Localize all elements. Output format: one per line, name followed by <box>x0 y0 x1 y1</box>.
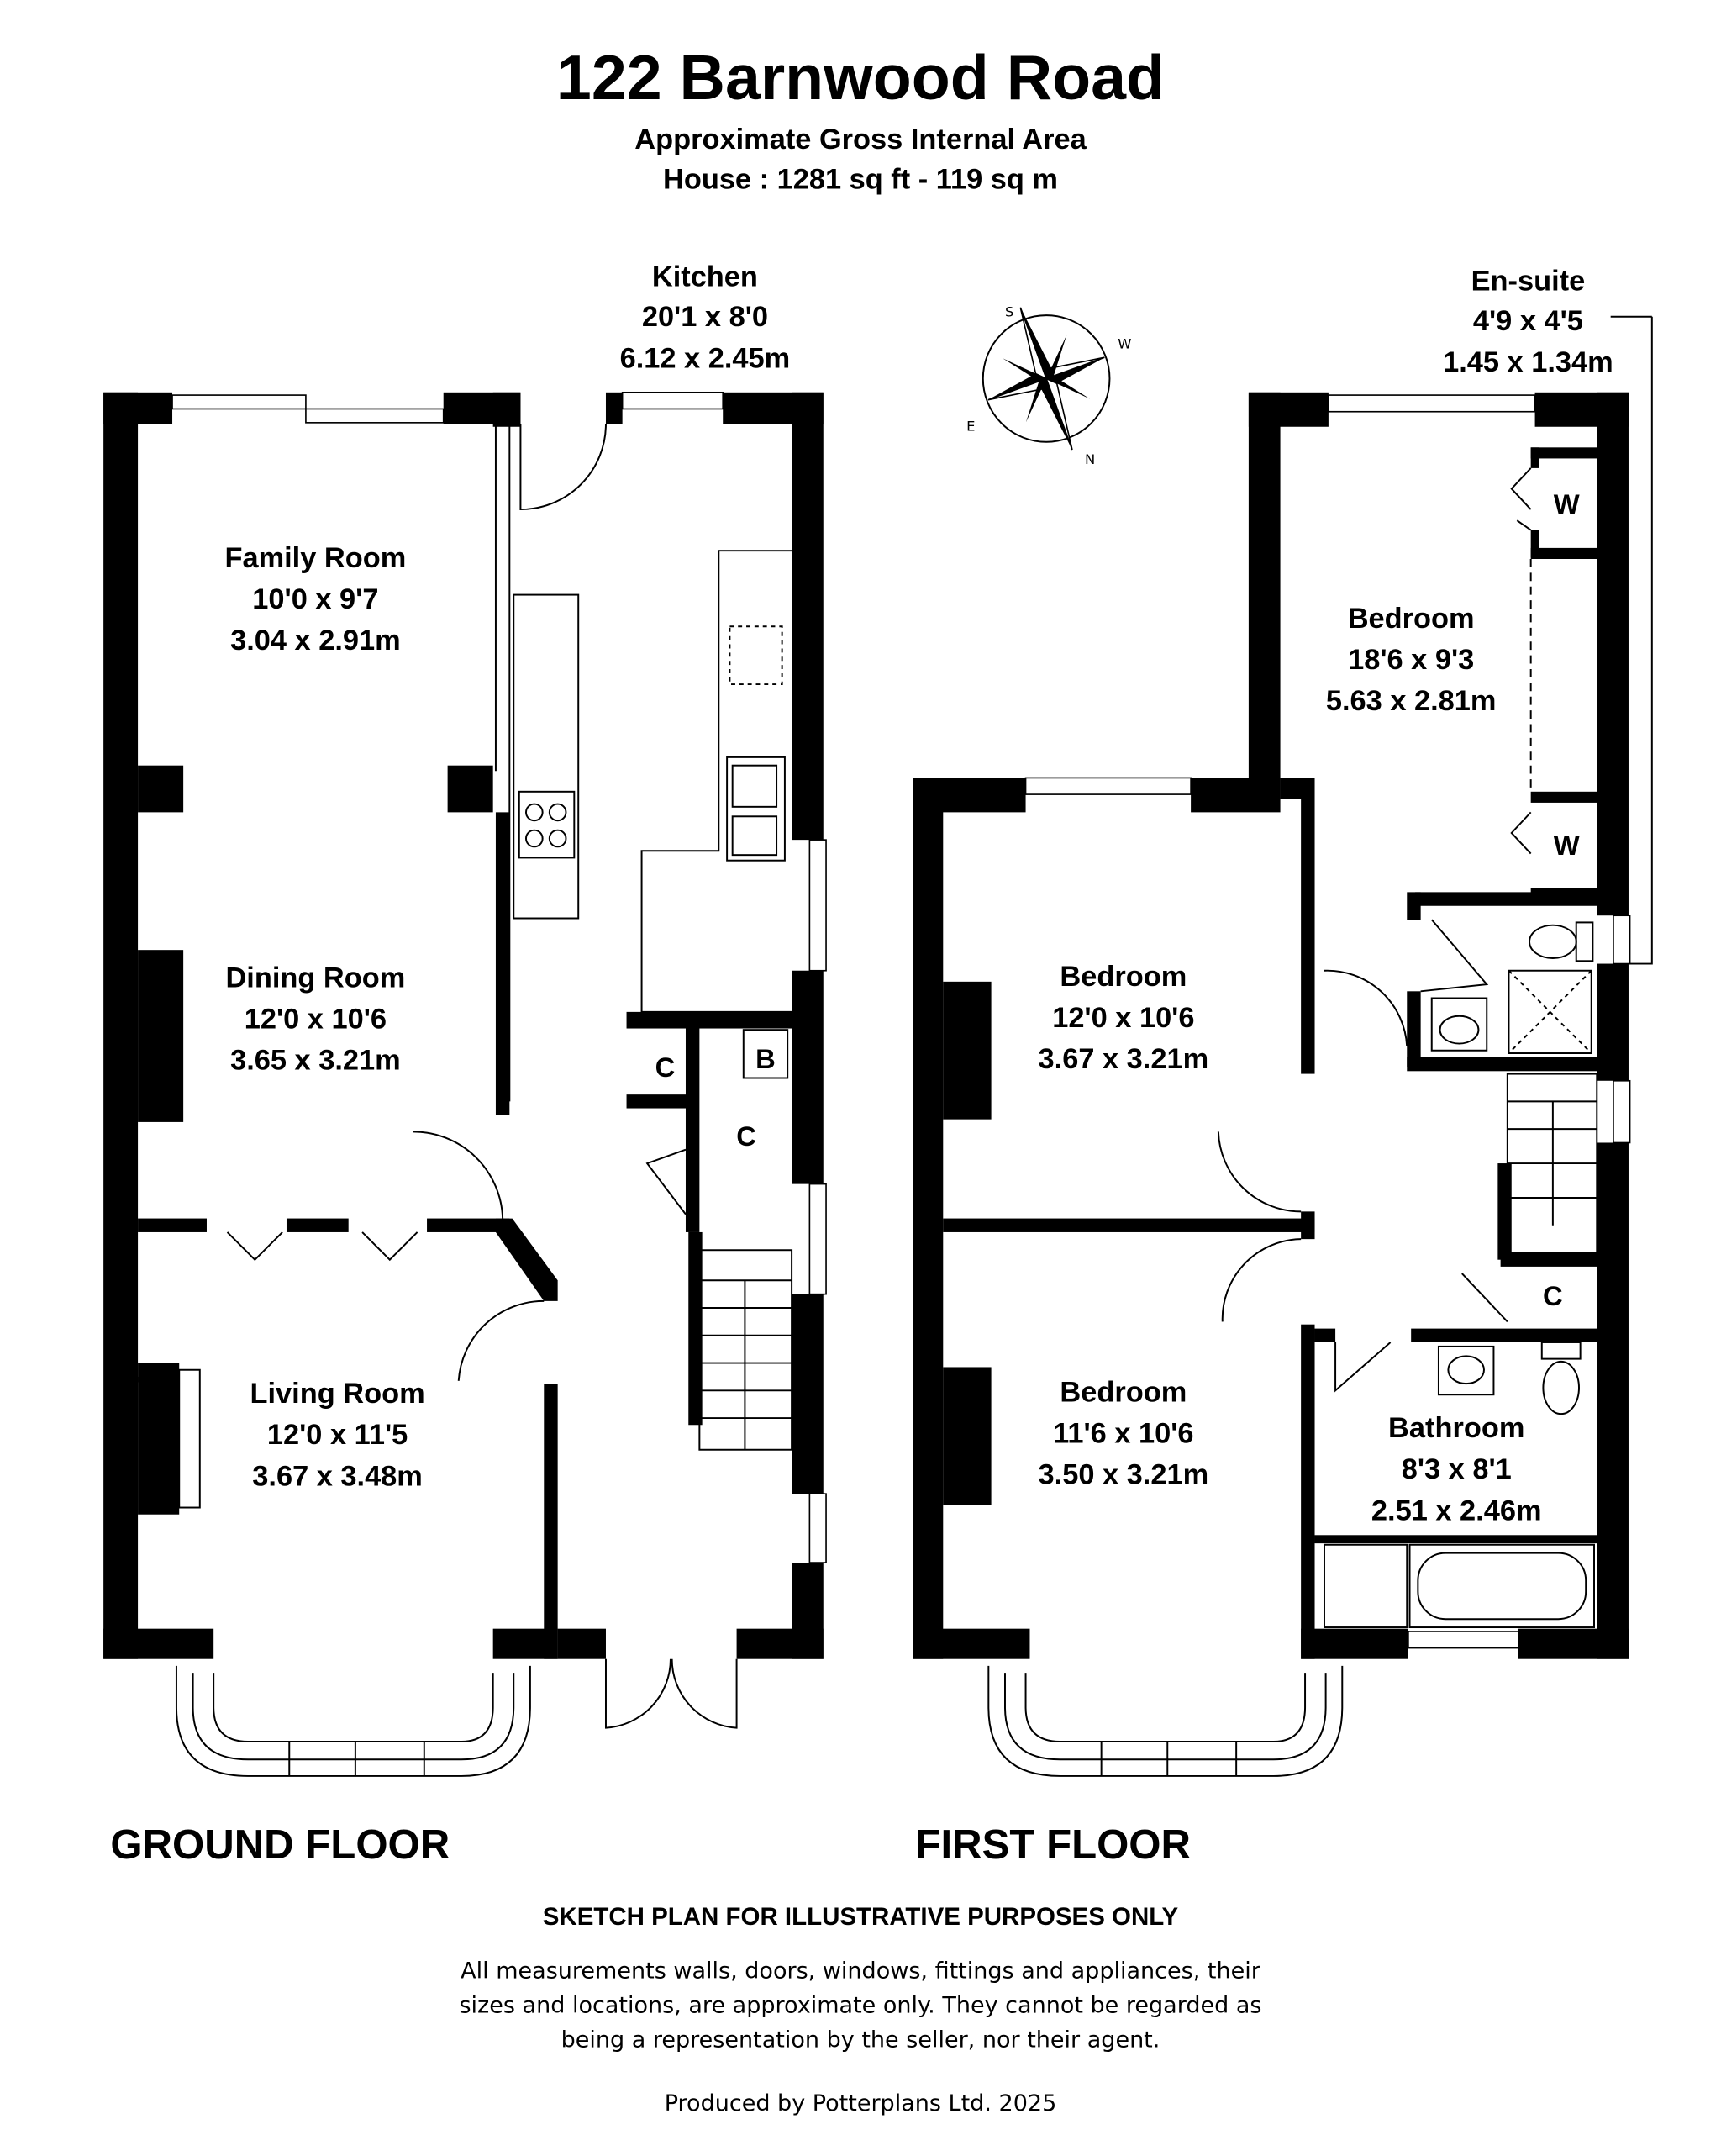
svg-text:Bathroom: Bathroom <box>1388 1412 1524 1444</box>
room-label-bedroom-rear: Bedroom 18'6 x 9'3 5.63 x 2.81m <box>1326 603 1497 717</box>
svg-text:Bedroom: Bedroom <box>1348 603 1475 635</box>
room-label-bathroom: Bathroom 8'3 x 8'1 2.51 x 2.46m <box>1371 1412 1542 1526</box>
svg-text:12'0 x 11'5: 12'0 x 11'5 <box>267 1419 408 1451</box>
hob-icon <box>518 790 576 859</box>
svg-text:10'0 x 9'7: 10'0 x 9'7 <box>252 583 378 615</box>
disclaimer-line: being a representation by the seller, no… <box>561 2027 1160 2053</box>
svg-text:18'6 x 9'3: 18'6 x 9'3 <box>1348 644 1474 676</box>
producer-credit: Produced by Potterplans Ltd. 2025 <box>665 2090 1057 2116</box>
shower-icon <box>1508 969 1592 1054</box>
svg-text:Bedroom: Bedroom <box>1060 1376 1187 1408</box>
svg-text:4'9 x 4'5: 4'9 x 4'5 <box>1473 305 1583 337</box>
svg-text:2.51 x 2.46m: 2.51 x 2.46m <box>1371 1494 1542 1526</box>
room-label-living-room: Living Room 12'0 x 11'5 3.67 x 3.48m <box>250 1378 425 1492</box>
window <box>1328 394 1536 413</box>
bay-window <box>987 1665 1344 1777</box>
room-label-en-suite: En-suite 4'9 x 4'5 1.45 x 1.34m <box>1443 266 1613 379</box>
cupboard-label: C <box>655 1052 676 1083</box>
fireplace <box>138 1363 180 1515</box>
boiler-label: B <box>755 1043 776 1074</box>
cupboard-label: C <box>736 1120 756 1152</box>
svg-text:3.67 x 3.21m: 3.67 x 3.21m <box>1039 1043 1209 1075</box>
area-subtitle: Approximate Gross Internal Area <box>634 124 1087 156</box>
disclaimer-line: All measurements walls, doors, windows, … <box>461 1958 1261 1985</box>
basin-icon <box>1430 997 1488 1052</box>
wardrobe-label: W <box>1554 830 1580 861</box>
compass-rose-icon: S W N E <box>966 304 1131 467</box>
room-label-bedroom-front: Bedroom 11'6 x 10'6 3.50 x 3.21m <box>1039 1376 1209 1490</box>
toilet-icon <box>1540 1342 1582 1360</box>
window <box>1613 915 1631 965</box>
svg-text:E: E <box>966 419 975 435</box>
basin-icon <box>1437 1345 1495 1396</box>
ground-floor-plan: C B C <box>103 261 827 1868</box>
window <box>1408 1631 1519 1649</box>
bath-icon <box>1408 1543 1595 1629</box>
shower-icon <box>1324 1543 1408 1629</box>
svg-text:8'3 x 8'1: 8'3 x 8'1 <box>1402 1453 1512 1485</box>
svg-text:5.63 x 2.81m: 5.63 x 2.81m <box>1326 685 1497 717</box>
svg-text:Dining Room: Dining Room <box>225 962 405 994</box>
window <box>808 1183 827 1295</box>
room-label-family-room: Family Room 10'0 x 9'7 3.04 x 2.91m <box>224 542 406 656</box>
sink-icon <box>726 756 786 862</box>
svg-text:3.67 x 3.48m: 3.67 x 3.48m <box>252 1460 423 1492</box>
svg-text:12'0 x 10'6: 12'0 x 10'6 <box>1052 1002 1194 1034</box>
svg-text:3.50 x 3.21m: 3.50 x 3.21m <box>1039 1459 1209 1491</box>
room-label-bedroom-middle: Bedroom 12'0 x 10'6 3.67 x 3.21m <box>1039 961 1209 1075</box>
window <box>305 408 445 424</box>
area-total: House : 1281 sq ft - 119 sq m <box>663 163 1058 195</box>
cupboard-label: C <box>1543 1280 1563 1311</box>
first-floor-plan: W W <box>913 266 1653 1868</box>
svg-text:Family Room: Family Room <box>224 542 406 574</box>
kitchen-island <box>513 593 580 920</box>
window <box>808 839 827 972</box>
disclaimer-line: sizes and locations, are approximate onl… <box>459 1993 1261 2019</box>
wardrobe-label: W <box>1554 488 1580 519</box>
svg-text:Bedroom: Bedroom <box>1060 961 1187 993</box>
svg-text:Kitchen: Kitchen <box>652 261 758 293</box>
svg-text:En-suite: En-suite <box>1471 266 1586 298</box>
svg-text:W: W <box>1118 335 1131 351</box>
room-label-dining-room: Dining Room 12'0 x 10'6 3.65 x 3.21m <box>225 962 405 1076</box>
svg-text:Living Room: Living Room <box>250 1378 425 1410</box>
window <box>1024 777 1192 795</box>
window <box>1613 1079 1631 1144</box>
svg-text:N: N <box>1085 451 1095 467</box>
disclaimer-title: SKETCH PLAN FOR ILLUSTRATIVE PURPOSES ON… <box>543 1903 1179 1931</box>
svg-text:3.65 x 3.21m: 3.65 x 3.21m <box>230 1045 401 1077</box>
svg-text:20'1 x 8'0: 20'1 x 8'0 <box>642 301 768 333</box>
svg-text:1.45 x 1.34m: 1.45 x 1.34m <box>1443 346 1613 378</box>
first-floor-label: FIRST FLOOR <box>916 1822 1191 1868</box>
page-title: 122 Barnwood Road <box>556 42 1165 113</box>
room-label-kitchen: Kitchen 20'1 x 8'0 6.12 x 2.45m <box>620 261 791 375</box>
window <box>621 391 724 410</box>
svg-text:11'6 x 10'6: 11'6 x 10'6 <box>1053 1418 1193 1450</box>
svg-text:12'0 x 10'6: 12'0 x 10'6 <box>245 1004 387 1036</box>
bay-window <box>175 1665 531 1777</box>
svg-text:3.04 x 2.91m: 3.04 x 2.91m <box>230 625 401 656</box>
svg-text:S: S <box>1005 304 1013 320</box>
window <box>171 394 307 410</box>
ground-floor-label: GROUND FLOOR <box>110 1822 450 1868</box>
svg-text:6.12 x 2.45m: 6.12 x 2.45m <box>620 342 791 374</box>
window <box>808 1493 827 1563</box>
